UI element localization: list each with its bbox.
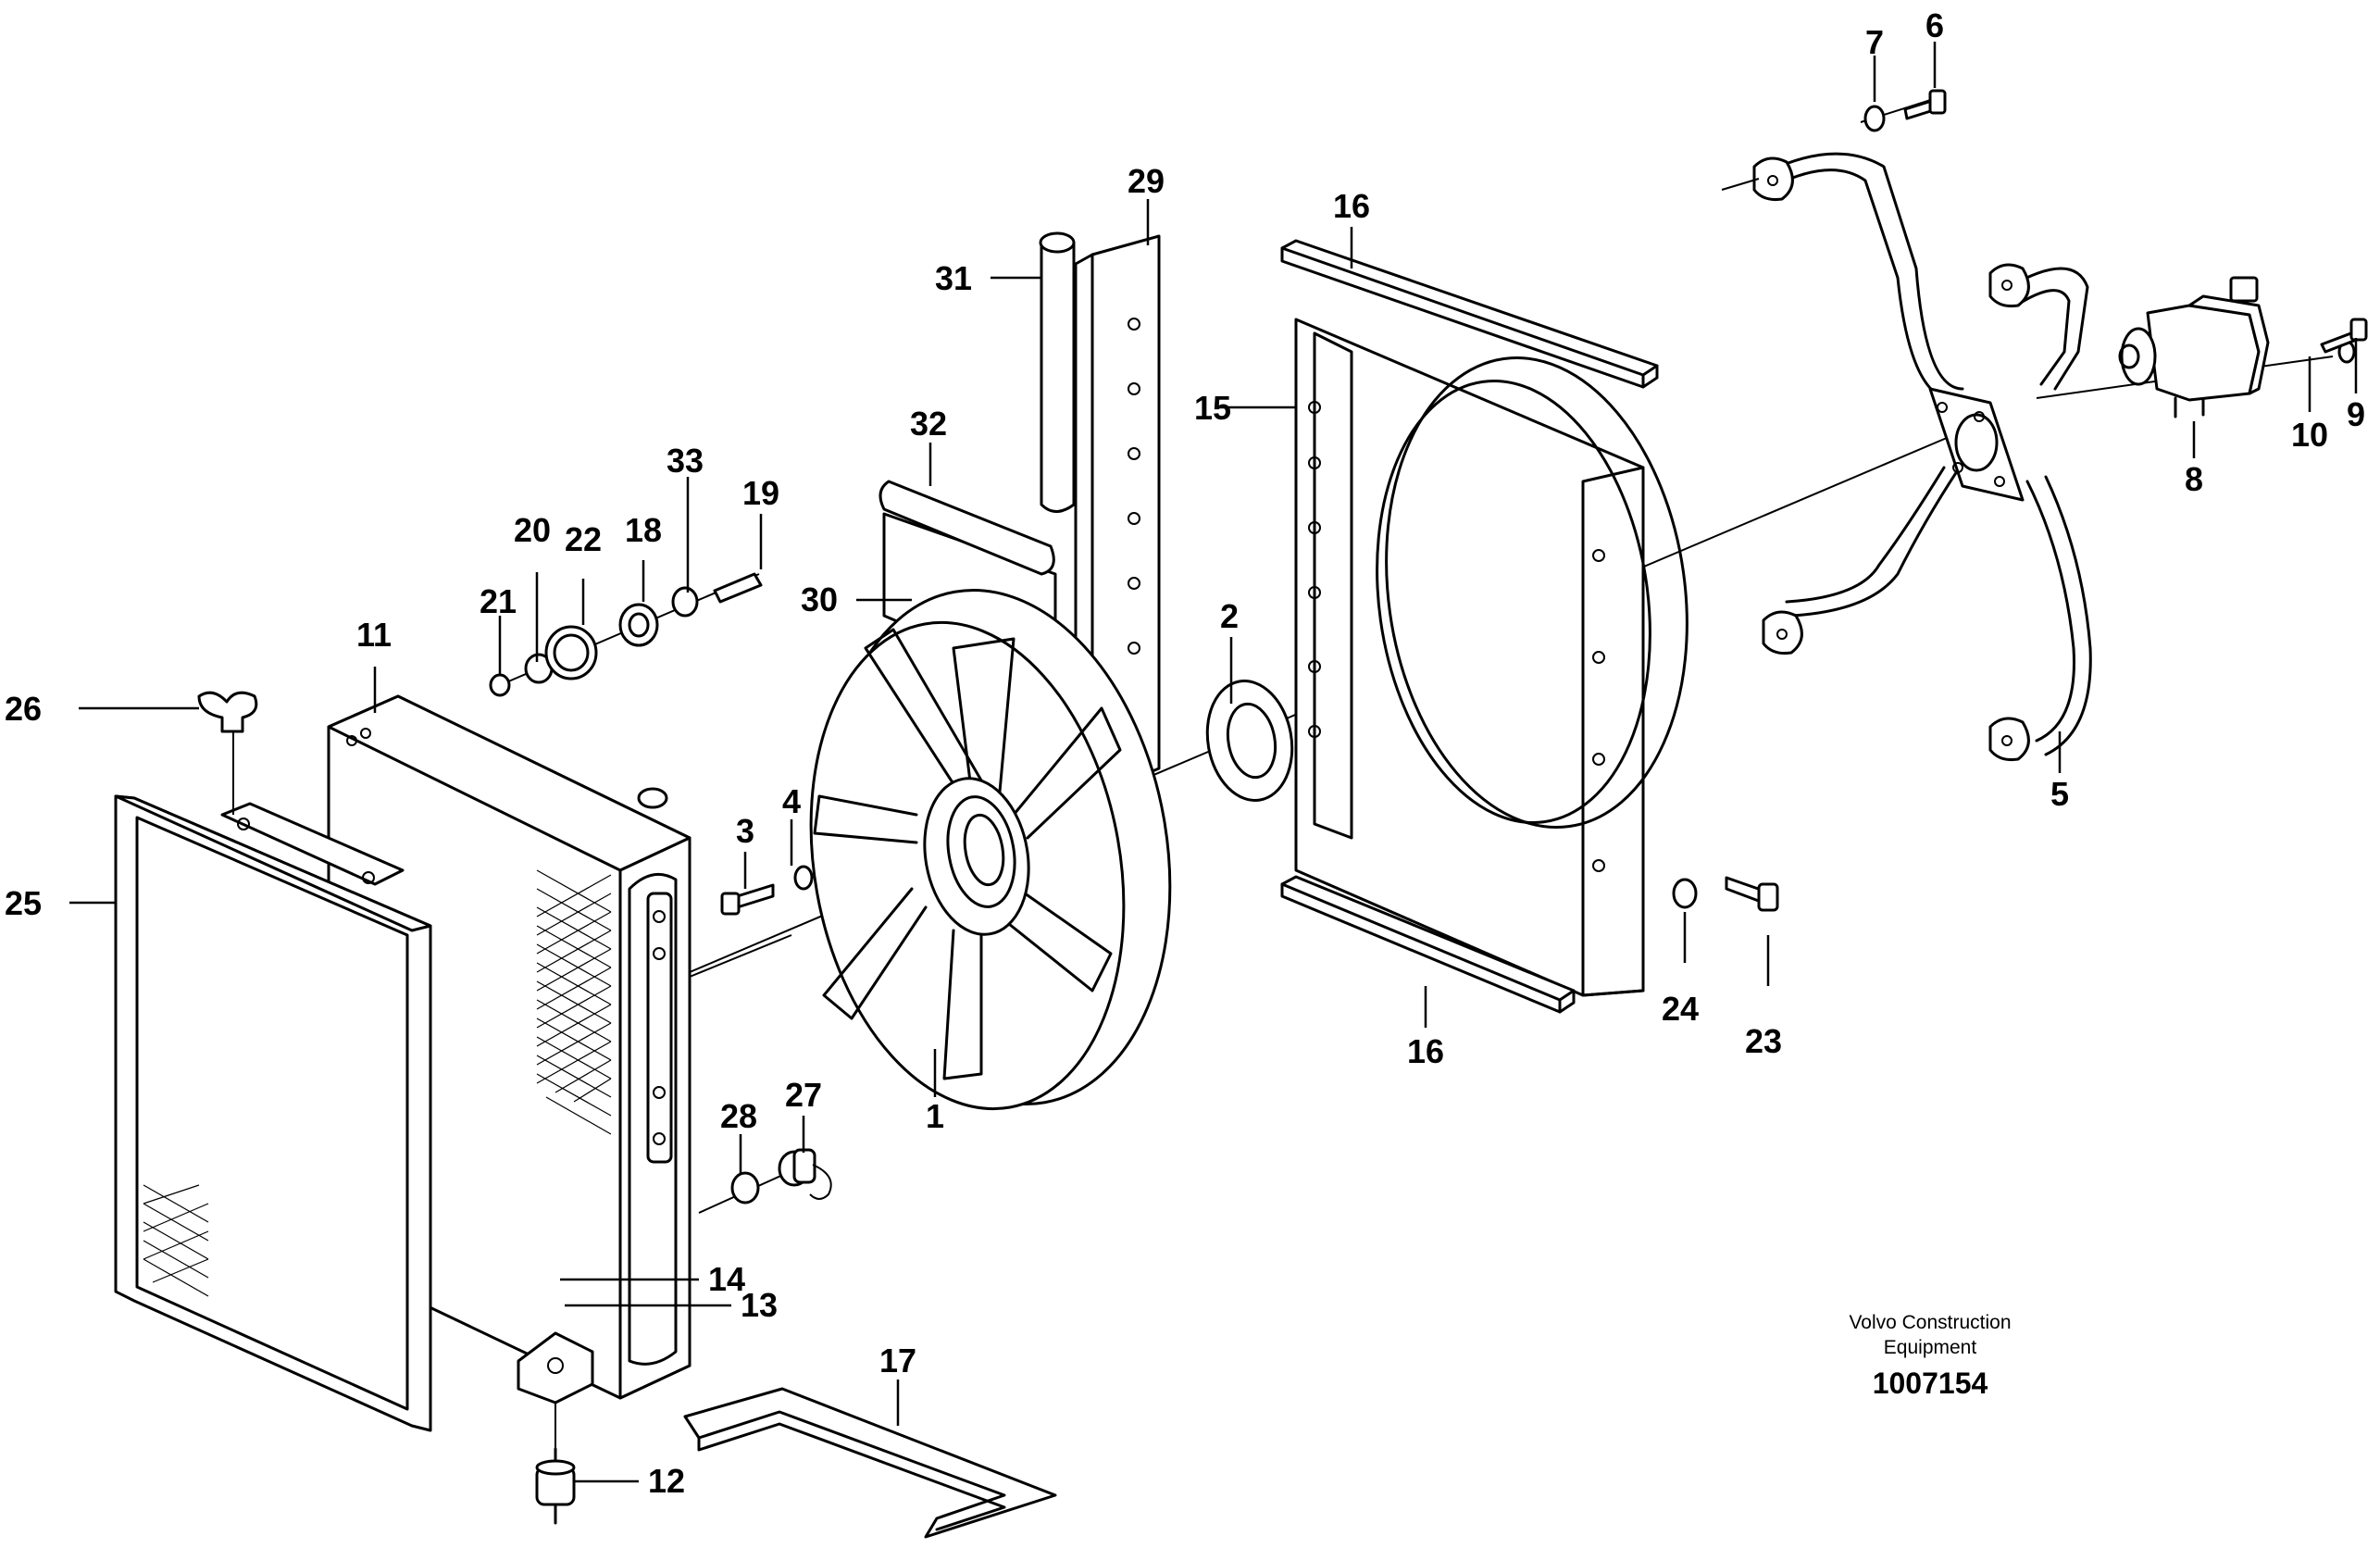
credit-line-1: Volvo Construction (1849, 1312, 2011, 1333)
shroud-bolt-drawing (1672, 876, 1779, 912)
part-label-30: 30 (801, 580, 838, 618)
manufacturer-credit: Volvo Construction Equipment 1007154 (1849, 1312, 2011, 1400)
flange-drawing (1205, 680, 1294, 802)
part-label-26: 26 (5, 690, 42, 728)
part-label-5: 5 (2050, 775, 2069, 813)
part-label-7: 7 (1865, 23, 1884, 61)
part-label-12: 12 (648, 1462, 685, 1500)
part-label-17: 17 (879, 1342, 916, 1379)
part-label-15: 15 (1194, 389, 1231, 427)
fan-shroud-drawing (1294, 318, 1688, 997)
seal-strip-bottom-drawing (1280, 875, 1576, 1014)
part-label-28: 28 (720, 1097, 757, 1135)
credit-line-2: Equipment (1884, 1337, 1977, 1358)
part-label-25: 25 (5, 884, 42, 922)
fan-hub-small-parts-drawing (489, 572, 763, 697)
part-labels: 1 2 3 4 5 6 7 8 9 10 11 12 13 14 15 16 1… (5, 6, 2365, 1500)
part-label-16-bottom: 16 (1407, 1032, 1444, 1070)
part-label-1: 1 (926, 1097, 944, 1135)
part-label-2: 2 (1220, 597, 1239, 635)
part-label-33: 33 (667, 442, 704, 480)
motor-bolt-drawing (2320, 318, 2368, 364)
drain-plug-drawing (698, 1148, 832, 1214)
part-label-29: 29 (1128, 162, 1165, 200)
document-number: 1007154 (1873, 1367, 1988, 1400)
part-label-23: 23 (1745, 1022, 1782, 1060)
seal-strip-top-drawing (1280, 239, 1659, 389)
hydraulic-motor-drawing (2118, 276, 2270, 418)
part-label-9: 9 (2347, 395, 2365, 433)
part-label-18: 18 (625, 511, 662, 549)
part-label-6: 6 (1925, 6, 1944, 44)
fan-drawing (809, 588, 1172, 1111)
part-label-19: 19 (742, 474, 779, 512)
wing-nut-drawing (197, 691, 258, 815)
part-label-22: 22 (565, 520, 602, 558)
part-label-31: 31 (935, 259, 972, 297)
part-label-27: 27 (785, 1076, 822, 1114)
bracket-bolt-top-drawing (1860, 89, 1947, 132)
part-label-13: 13 (741, 1286, 778, 1324)
part-label-3: 3 (736, 812, 754, 850)
part-label-11: 11 (356, 616, 392, 654)
part-label-24: 24 (1662, 990, 1699, 1028)
part-label-14: 14 (708, 1260, 745, 1298)
floor-frame-drawing (683, 1387, 1057, 1539)
part-label-21: 21 (480, 582, 517, 620)
leader-lines (69, 42, 2358, 1483)
part-label-32: 32 (910, 405, 947, 443)
part-label-10: 10 (2291, 416, 2328, 454)
part-label-20: 20 (514, 511, 551, 549)
part-label-8: 8 (2185, 460, 2203, 498)
part-label-16-top: 16 (1333, 187, 1370, 225)
part-label-4: 4 (782, 782, 801, 820)
motor-bracket-drawing (1721, 152, 2092, 761)
fan-bolt-drawing (720, 865, 814, 916)
front-screen-drawing (114, 794, 432, 1432)
